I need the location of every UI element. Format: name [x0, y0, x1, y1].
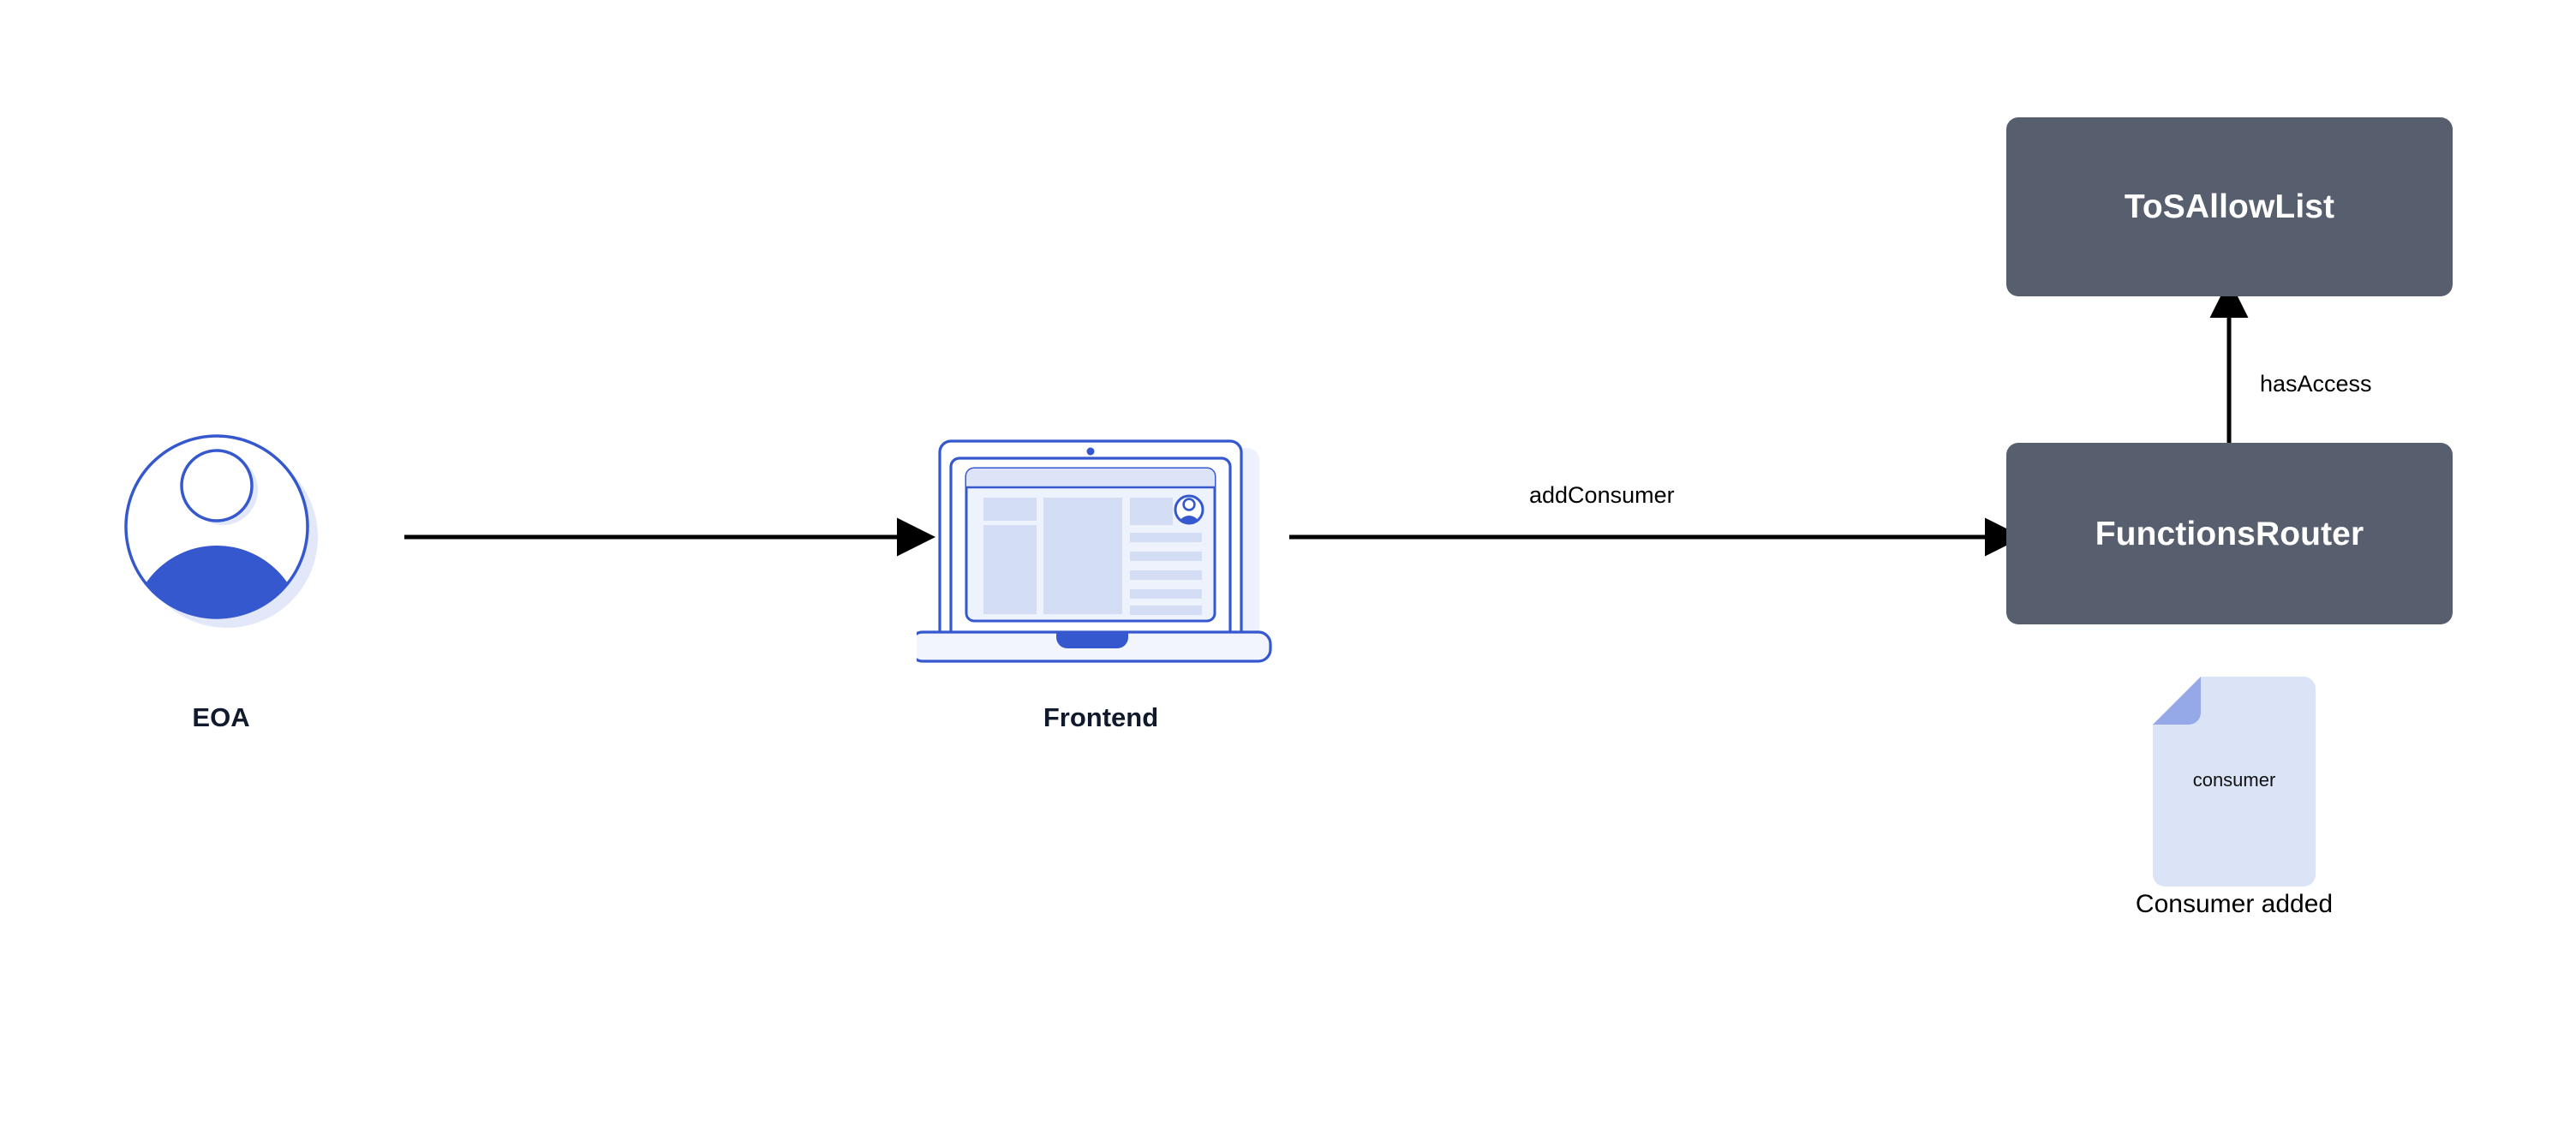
consumer-file-label: consumer [2192, 769, 2276, 791]
screen-avatar-icon [1174, 494, 1204, 525]
consumer-document-node[interactable]: consumer [2153, 677, 2316, 886]
node-tos-allow-list[interactable]: ToSAllowList [2006, 117, 2453, 296]
laptop-icon [917, 439, 1272, 663]
user-avatar-icon [124, 434, 318, 628]
frontend-caption: Frontend [1043, 702, 1159, 732]
document-icon [2153, 677, 2316, 886]
consumer-added-caption: Consumer added [2135, 890, 2334, 918]
eoa-caption: EOA [192, 702, 250, 732]
functions-router-label: FunctionsRouter [2095, 515, 2364, 552]
node-functions-router[interactable]: FunctionsRouter [2006, 443, 2453, 624]
edge-label-add-consumer: addConsumer [1529, 482, 1675, 508]
edge-label-has-access: hasAccess [2260, 371, 2372, 397]
eoa-node[interactable] [123, 433, 320, 630]
tos-allow-list-label: ToSAllowList [2124, 188, 2335, 225]
frontend-node[interactable] [917, 433, 1285, 681]
